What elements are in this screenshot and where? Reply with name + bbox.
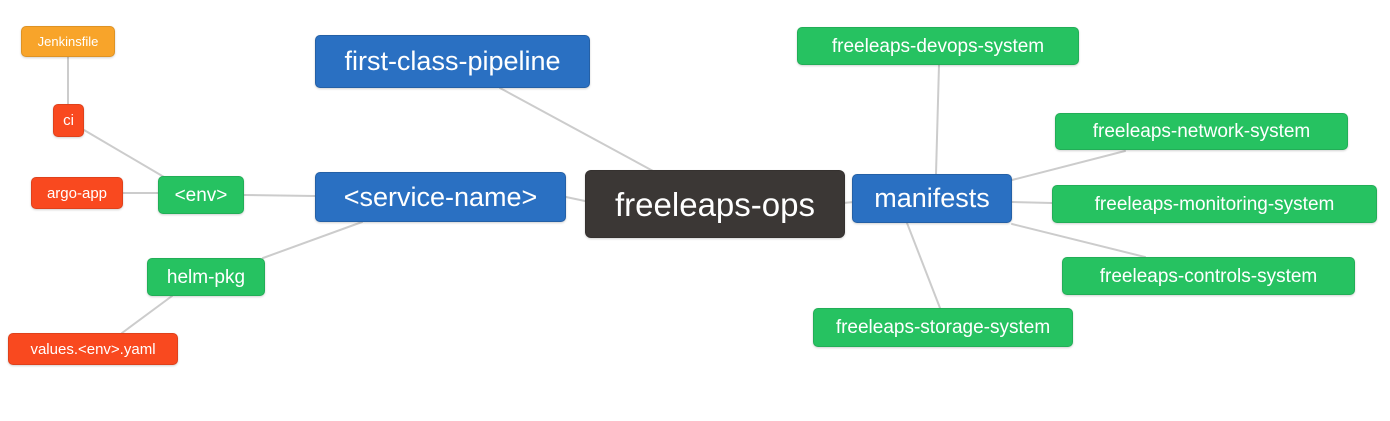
node-freeleaps-ops[interactable]: freeleaps-ops (585, 170, 845, 238)
edge-manifests-devops-system (935, 64, 940, 175)
edge-first-class-pipeline-freeleaps-ops (499, 87, 654, 172)
node-argo-app[interactable]: argo-app (31, 177, 123, 209)
node-manifests[interactable]: manifests (852, 174, 1012, 223)
node-env[interactable]: <env> (158, 176, 244, 214)
node-values-env-yaml[interactable]: values.<env>.yaml (8, 333, 178, 365)
edge-service-name-freeleaps-ops (565, 196, 586, 202)
node-freeleaps-devops-system[interactable]: freeleaps-devops-system (797, 27, 1079, 65)
edge-manifests-network-system (1011, 150, 1126, 181)
edge-manifests-storage-system (906, 222, 941, 309)
node-first-class-pipeline[interactable]: first-class-pipeline (315, 35, 590, 88)
node-freeleaps-network-system[interactable]: freeleaps-network-system (1055, 113, 1348, 150)
node-freeleaps-storage-system[interactable]: freeleaps-storage-system (813, 308, 1073, 347)
node-freeleaps-monitoring-system[interactable]: freeleaps-monitoring-system (1052, 185, 1377, 223)
node-freeleaps-controls-system[interactable]: freeleaps-controls-system (1062, 257, 1355, 295)
node-jenkinsfile[interactable]: Jenkinsfile (21, 26, 115, 57)
edge-env-service-name (243, 194, 316, 197)
edge-manifests-controls-system (1011, 223, 1146, 258)
edge-service-name-helm-pkg (262, 221, 363, 259)
edge-manifests-monitoring-system (1011, 201, 1053, 204)
node-ci[interactable]: ci (53, 104, 84, 137)
node-service-name[interactable]: <service-name> (315, 172, 566, 222)
node-helm-pkg[interactable]: helm-pkg (147, 258, 265, 296)
edge-helm-pkg-values-env-yaml (121, 295, 173, 334)
edge-ci-env (83, 129, 165, 178)
